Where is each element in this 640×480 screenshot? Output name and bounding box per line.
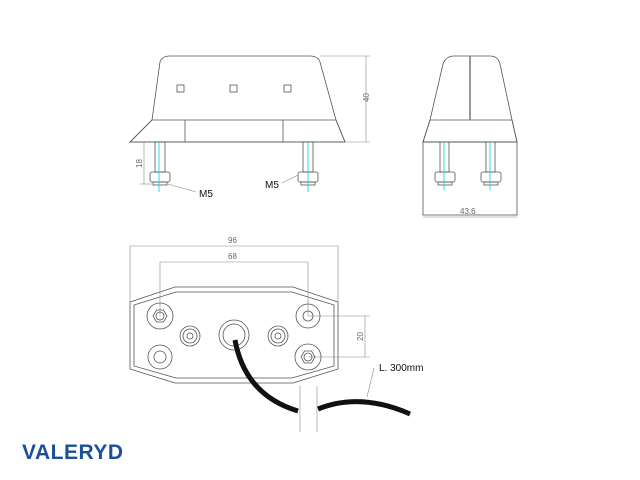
cable <box>232 339 299 414</box>
bolt-left <box>149 141 171 192</box>
overall-width-dimension: 96 <box>228 236 237 245</box>
bolt-length-dimension: 18 <box>135 159 144 168</box>
bottom-view: 96 68 20 L. 300mm <box>129 236 423 432</box>
cable-end <box>317 399 412 417</box>
height-dimension: 40 <box>362 93 371 102</box>
thread-label-right: M5 <box>265 180 279 191</box>
cable-length-label: L. 300mm <box>379 363 423 374</box>
vertical-spacing-dimension: 20 <box>356 332 365 341</box>
hole-spacing-dimension: 68 <box>228 252 237 261</box>
side-view: 43.6 <box>422 55 518 218</box>
thread-label-left: M5 <box>199 189 213 200</box>
valeryd-logo: VALERYD <box>22 441 124 464</box>
bolt-right <box>297 141 319 192</box>
width-dimension: 43.6 <box>460 207 476 216</box>
front-view: 40 18 M5 M5 <box>129 55 371 200</box>
